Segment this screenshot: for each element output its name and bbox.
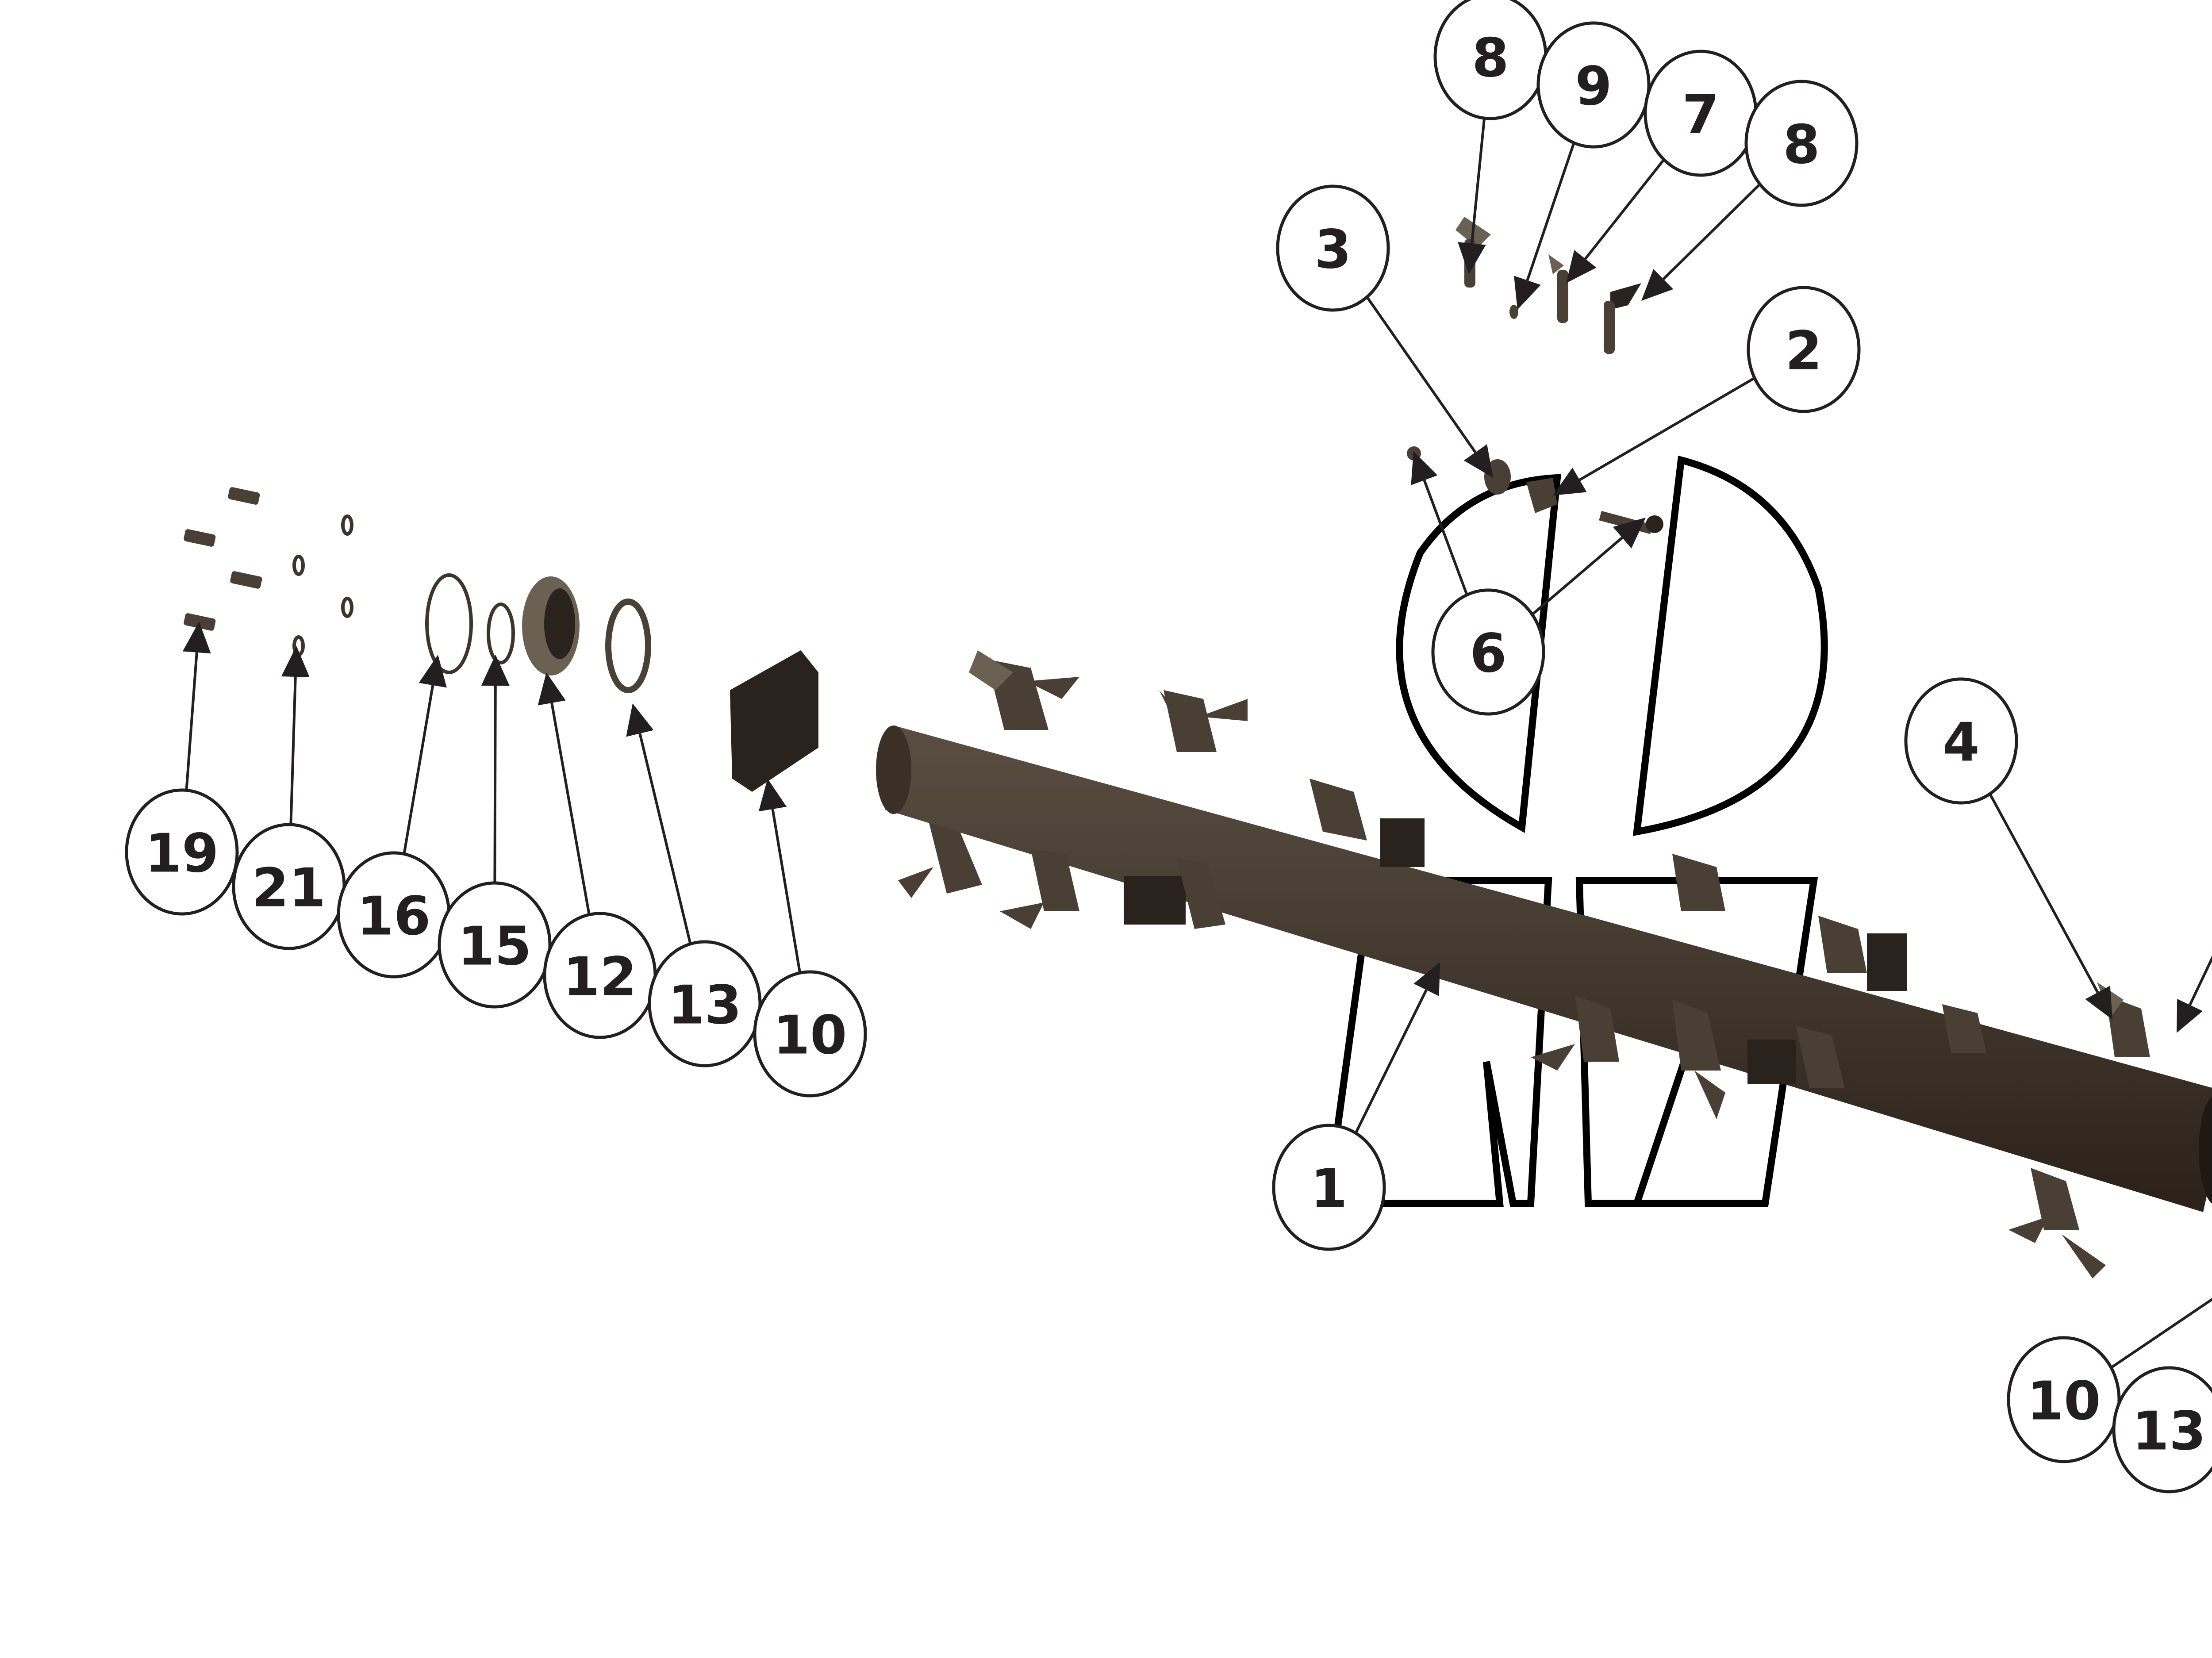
callout-label: 1 <box>1310 1159 1348 1220</box>
arrowhead-icon <box>538 672 566 706</box>
callout-2: 2 <box>1553 286 1861 495</box>
arrowhead-icon <box>1641 269 1674 301</box>
leader-line <box>1584 157 1666 260</box>
arrowhead-icon <box>281 646 310 677</box>
callout-10: 10 <box>2007 1297 2212 1463</box>
arrowhead-icon <box>2177 999 2203 1033</box>
callout-bubble <box>125 788 239 916</box>
arrowhead-icon <box>1463 444 1493 478</box>
arrowhead-icon <box>626 703 654 737</box>
tine-assemblies <box>898 650 2150 1278</box>
leader-line <box>1470 117 1486 244</box>
callout-7: 7 <box>1566 50 1758 283</box>
callout-label: 9 <box>1575 56 1612 118</box>
callout-9: 9 <box>1514 21 1651 310</box>
upper-tine-parts <box>1455 217 1641 354</box>
leader-line <box>1662 182 1762 280</box>
arrowhead-icon <box>419 655 447 688</box>
callout-16: 16 <box>337 655 451 979</box>
rotor-shaft <box>876 650 2212 1278</box>
callout-bubble <box>1276 184 1390 312</box>
callout-19: 19 <box>125 622 239 916</box>
leader-line <box>638 733 692 946</box>
leader-line <box>550 702 591 916</box>
callout-label: 3 <box>1314 219 1352 281</box>
leader-line <box>1354 989 1428 1135</box>
callout-bubble <box>2112 1366 2212 1493</box>
arrowhead-icon <box>1458 242 1486 274</box>
leader-line <box>185 652 198 792</box>
arrowhead-icon <box>2085 986 2112 1020</box>
arrowhead-icon <box>758 779 787 812</box>
leader-line <box>1578 376 1756 481</box>
callout-bubble <box>1536 21 1651 149</box>
callout-label: 21 <box>252 858 326 919</box>
leader-line <box>2109 1297 2212 1370</box>
callout-label: 2 <box>1785 321 1822 382</box>
callout-4: 4 <box>1904 677 2112 1020</box>
leader-line <box>1423 480 1469 597</box>
leader-line <box>1526 141 1576 281</box>
callout-8: 8 <box>1433 0 1548 274</box>
callout-13: 13 <box>2112 1366 2212 1493</box>
arrowhead-icon <box>182 622 211 654</box>
callout-bubble <box>1747 286 1861 413</box>
callout-label: 10 <box>2027 1371 2101 1432</box>
left-hardware-stack <box>184 487 818 792</box>
callout-label: 4 <box>1943 712 1980 774</box>
arrowhead-icon <box>1411 451 1438 485</box>
callout-bubble <box>1272 1124 1386 1251</box>
callout-label: 7 <box>1682 84 1719 146</box>
callout-bubble <box>1904 677 2018 805</box>
callout-1: 1 <box>1272 962 1440 1251</box>
leader-line <box>402 685 434 856</box>
callout-label: 8 <box>1783 115 1820 176</box>
callout-label: 12 <box>563 947 637 1008</box>
callout-label: 19 <box>145 823 219 885</box>
arrowhead-icon <box>1514 276 1541 310</box>
arrowhead-icon <box>1413 962 1440 996</box>
callout-label: 13 <box>2132 1401 2206 1462</box>
arrowhead-icon <box>1553 468 1587 495</box>
callout-12: 12 <box>538 672 657 1039</box>
callout-label: 8 <box>1472 28 1509 89</box>
callout-13: 13 <box>626 703 762 1067</box>
callout-bubble <box>438 881 552 1009</box>
arrowhead-icon <box>1566 250 1597 283</box>
callout-bubble <box>1431 588 1545 716</box>
arrowhead-icon <box>1613 518 1646 549</box>
callout-label: 16 <box>357 886 431 948</box>
callout-bubble <box>1744 80 1859 207</box>
callout-label: 13 <box>668 975 742 1036</box>
leader-line <box>1988 792 2099 993</box>
callout-layer: 8978326451720181921161512131011013121614… <box>125 0 2212 1493</box>
callout-10: 10 <box>753 779 867 1098</box>
callout-15: 15 <box>438 655 552 1009</box>
leader-line <box>771 809 802 975</box>
callout-label: 10 <box>773 1005 847 1067</box>
callout-label: 15 <box>458 916 532 978</box>
callout-21: 21 <box>232 646 346 950</box>
callout-bubble <box>753 970 867 1098</box>
callout-label: 6 <box>1470 623 1507 685</box>
callout-6: 6 <box>1411 451 1646 716</box>
arrowhead-icon <box>481 655 510 686</box>
leader-line <box>1530 537 1623 617</box>
callout-5: 5 <box>2177 955 2212 1033</box>
leader-line <box>2189 955 2212 1006</box>
callout-3: 3 <box>1276 184 1493 478</box>
leader-line <box>1365 295 1477 453</box>
callout-8: 8 <box>1641 80 1859 301</box>
leader-line <box>289 676 297 826</box>
